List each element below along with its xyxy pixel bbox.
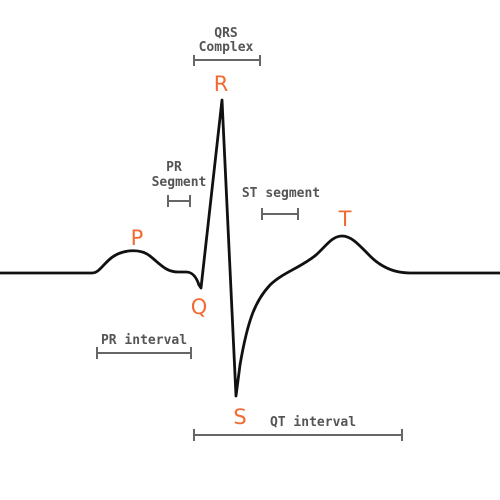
s-wave-label: S xyxy=(233,405,246,429)
qrs-complex-label-line1: QRS xyxy=(214,26,238,41)
pr-segment-bracket xyxy=(167,195,191,207)
p-wave-label: P xyxy=(131,226,144,250)
st-segment-bracket xyxy=(261,208,299,220)
pr-interval-bracket xyxy=(96,347,192,359)
pr-interval-label: PR interval xyxy=(101,333,187,348)
r-wave-label: R xyxy=(214,72,229,96)
q-wave-label: Q xyxy=(191,295,208,319)
st-segment-label: ST segment xyxy=(242,186,320,201)
qrs-complex-label-line2: Complex xyxy=(199,40,254,55)
pr-segment-label-line1: PR xyxy=(166,160,182,175)
pr-segment-label-line2: Segment xyxy=(152,175,207,190)
ecg-trace xyxy=(0,98,500,398)
qrs-complex-bracket xyxy=(193,55,261,66)
t-wave-label: T xyxy=(338,207,352,231)
qt-interval-bracket xyxy=(193,429,403,441)
qt-interval-label: QT interval xyxy=(270,415,356,430)
